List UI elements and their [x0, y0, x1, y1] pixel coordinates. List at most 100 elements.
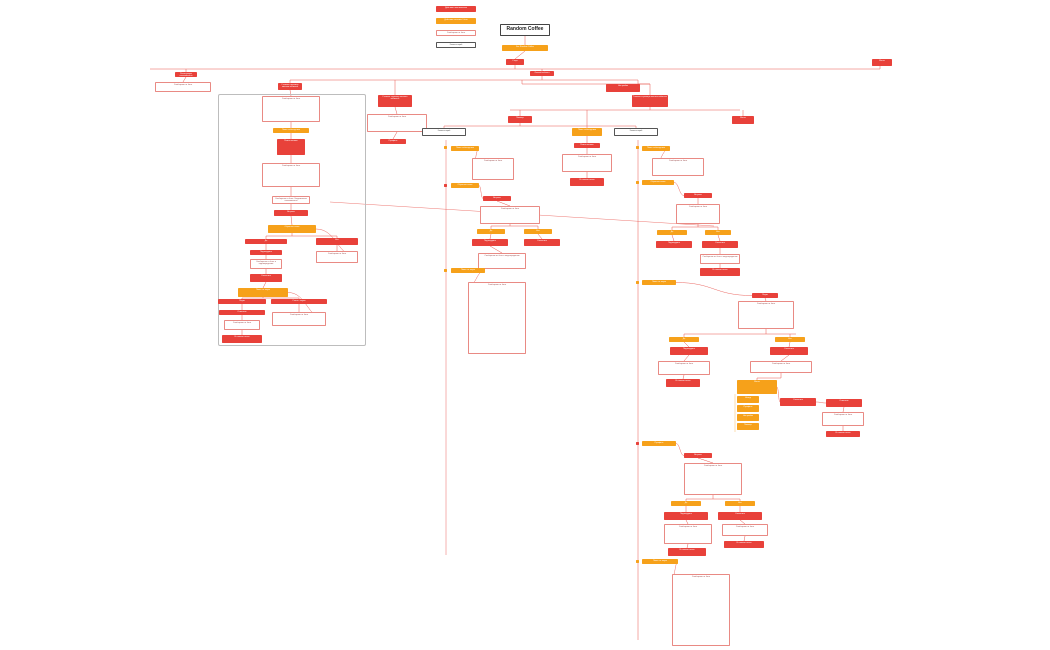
left-note-2: Сообщение от бота: [262, 163, 320, 187]
connector-66: [717, 234, 721, 242]
left-red-3[interactable]: Подтвердить: [250, 250, 282, 255]
right-orange-7[interactable]: Да: [671, 501, 701, 506]
center-red-1[interactable]: Настройки: [606, 84, 640, 92]
connector-94: [685, 519, 689, 525]
center-orange[interactable]: Поиск собеседника: [572, 128, 602, 136]
right-red-11[interactable]: В главное меню: [826, 431, 860, 437]
middle-lk[interactable]: Главная страница личного кабинета: [378, 95, 412, 107]
right-tick-5: [636, 560, 639, 563]
connector-69: [675, 282, 753, 296]
right-orange-8[interactable]: Нет: [725, 501, 755, 506]
left-red-no[interactable]: Нет: [316, 238, 358, 245]
entry-node[interactable]: Бот Random Coffee: [502, 45, 548, 51]
mid-orange-yes[interactable]: Да: [477, 229, 505, 234]
mid-note-2: Сообщение от бота: [480, 206, 540, 224]
middle-note-1: Сообщение от бота: [367, 114, 427, 132]
right-tick-3: [636, 281, 639, 284]
right-orange-stack-2[interactable]: Профиль: [737, 405, 759, 412]
mid-red-1[interactable]: Встреча: [483, 196, 511, 201]
right-menu-node[interactable]: Меню: [872, 59, 892, 66]
right-orange-stack-4[interactable]: Помощь: [737, 423, 759, 430]
connector-56: [489, 245, 503, 254]
left-red-2[interactable]: Встреча: [274, 210, 308, 216]
right-note-4: Сообщение от бота: [738, 301, 794, 329]
right-orange-6[interactable]: Профиль: [642, 441, 676, 446]
middle-red-1[interactable]: Профиль: [380, 139, 406, 144]
right-note-7: Сообщение от бота: [822, 412, 864, 426]
right-note-10: Сообщение от бота: [722, 524, 768, 536]
left-note-5b: Сообщение от бота: [272, 312, 326, 326]
right-orange-9[interactable]: Поиск на паузе: [642, 559, 678, 564]
right-red-7[interactable]: Отклонить: [770, 347, 808, 355]
center-red-sub[interactable]: Поиск активен: [574, 143, 600, 148]
right-orange-stack-1[interactable]: Назад: [737, 396, 759, 403]
connector-54: [489, 233, 492, 240]
registration-node[interactable]: Регистрация пользователя: [175, 72, 197, 77]
right-orange-3[interactable]: Поиск на паузе: [642, 280, 676, 285]
right-red-12[interactable]: Встреча: [684, 453, 712, 458]
right-red-8[interactable]: В главное меню: [666, 379, 700, 387]
right-tick-2: [636, 181, 639, 184]
center-help[interactable]: Помощь: [508, 116, 532, 123]
left-red-5[interactable]: Пауза: [218, 299, 266, 304]
left-red-8[interactable]: В главное меню: [222, 335, 262, 343]
left-orange-2[interactable]: Обратная связь: [268, 225, 316, 233]
page-title: Random Coffee: [500, 24, 550, 36]
right-red-6[interactable]: Подтвердить: [670, 347, 708, 355]
mid-orange-1[interactable]: Поиск собеседника: [451, 146, 479, 151]
center-lk[interactable]: Главная страница личного кабинета: [632, 95, 668, 107]
right-red-9[interactable]: Отклонить: [780, 398, 816, 406]
left-red-7[interactable]: Отменить: [219, 310, 265, 315]
left-search-red[interactable]: Поиск активен: [277, 139, 305, 155]
right-red-13[interactable]: Подтвердить: [664, 512, 708, 520]
left-red-yes[interactable]: Да: [245, 239, 287, 244]
connector-51: [496, 200, 511, 207]
connector-11: [289, 89, 292, 97]
left-red-6[interactable]: Снять с паузы: [271, 299, 327, 304]
right-red-2[interactable]: Подтвердить: [656, 241, 692, 248]
right-orange-5[interactable]: Нет: [775, 337, 805, 342]
connector-83: [815, 401, 827, 404]
left-red-4[interactable]: Отклонить: [250, 274, 282, 282]
left-search[interactable]: Поиск собеседника: [273, 128, 309, 133]
lk-main-left[interactable]: Главная страница личного кабинета: [278, 83, 302, 90]
right-note-11: Сообщение от бота: [672, 574, 730, 646]
right-orange-stack-0[interactable]: Меню: [737, 380, 777, 394]
left-note-4: Сообщение от бота о подтверждении: [250, 259, 282, 269]
right-note-6: Сообщение от бота: [750, 361, 812, 373]
mid-red-3[interactable]: Отклонить: [524, 239, 560, 246]
mid-note-3: Сообщение от бота о подтверждении: [478, 253, 526, 269]
right-red-10[interactable]: Отменить: [826, 399, 862, 407]
right-orange-4[interactable]: Да: [669, 337, 699, 342]
center-red-sub2[interactable]: В главное меню: [570, 178, 604, 186]
mid-orange-3[interactable]: Поиск на паузе: [451, 268, 485, 273]
right-red-4[interactable]: В главное меню: [700, 268, 740, 276]
right-orange-stack-3[interactable]: Настройки: [737, 414, 759, 421]
legend-item-0: Действие пользователя: [436, 6, 476, 12]
start-node[interactable]: Старт: [506, 59, 524, 65]
legend-item-1: Действие системы / бота: [436, 18, 476, 24]
right-red-3[interactable]: Отклонить: [702, 241, 738, 248]
right-red-15[interactable]: В главное меню: [668, 548, 706, 556]
mid-orange-2[interactable]: Обратная связь: [451, 183, 479, 188]
right-orange-1[interactable]: Поиск собеседника: [642, 146, 670, 151]
right-red-1[interactable]: Встреча: [684, 193, 712, 198]
right-tick-1: [636, 146, 639, 149]
lk-node-a[interactable]: Личный кабинет: [530, 71, 554, 76]
connector-35: [392, 131, 398, 140]
mid-orange-no[interactable]: Нет: [524, 229, 552, 234]
right-red-5[interactable]: Пауза: [752, 293, 778, 298]
right-red-16[interactable]: В главное меню: [724, 541, 764, 548]
right-red-14[interactable]: Отклонить: [718, 512, 762, 520]
mid-tick-2: [444, 184, 447, 187]
mid-red-2[interactable]: Подтвердить: [472, 239, 508, 246]
right-orange-no[interactable]: Нет: [705, 230, 731, 235]
center-gray-2: Комментарий: [614, 128, 658, 136]
center-right-red[interactable]: Меню: [732, 116, 754, 124]
right-orange-2[interactable]: Обратная связь: [642, 180, 674, 185]
connector-76: [788, 341, 791, 348]
right-tick-4: [636, 442, 639, 445]
left-orange-3[interactable]: Поиск на паузе: [238, 288, 288, 297]
right-orange-yes[interactable]: Да: [657, 230, 687, 235]
